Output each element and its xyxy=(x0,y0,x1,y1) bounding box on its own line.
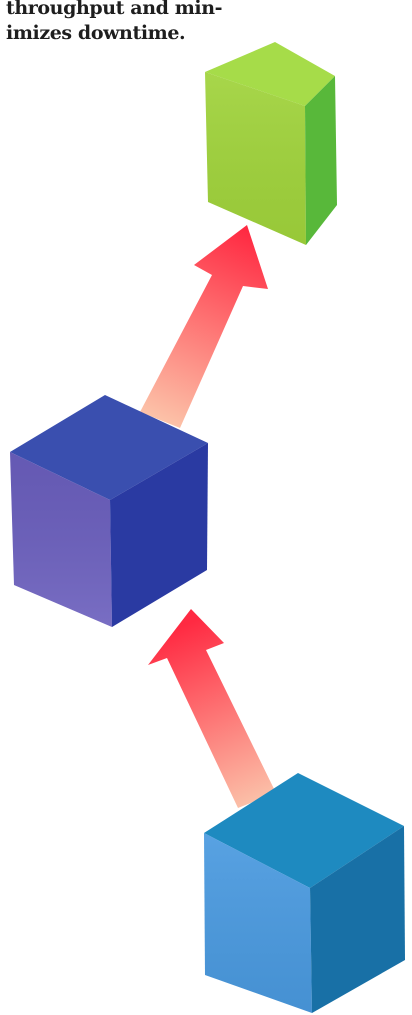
cube-top xyxy=(205,42,337,245)
cube-middle-face-top xyxy=(10,395,208,500)
cube-middle xyxy=(10,395,208,627)
cube-bottom-face-right xyxy=(310,826,405,1013)
arrow-middle-to-top xyxy=(140,225,268,428)
cube-top-face-top xyxy=(205,42,335,106)
caption-line-2: imizes downtime. xyxy=(6,22,186,44)
caption-text: throughput and min- imizes downtime. xyxy=(6,0,246,46)
cube-bottom-face-left-shade xyxy=(204,833,312,1013)
cube-bottom-face-top xyxy=(204,773,404,888)
cube-top-face-right xyxy=(305,76,337,245)
cube-top-face-left-shade xyxy=(205,72,306,245)
caption-line-1: throughput and min- xyxy=(6,0,223,19)
cube-middle-face-left-shade xyxy=(10,452,112,627)
arrow-bottom-to-middle xyxy=(148,609,276,808)
cube-middle-face-right xyxy=(110,443,208,627)
cube-bottom xyxy=(204,773,405,1013)
